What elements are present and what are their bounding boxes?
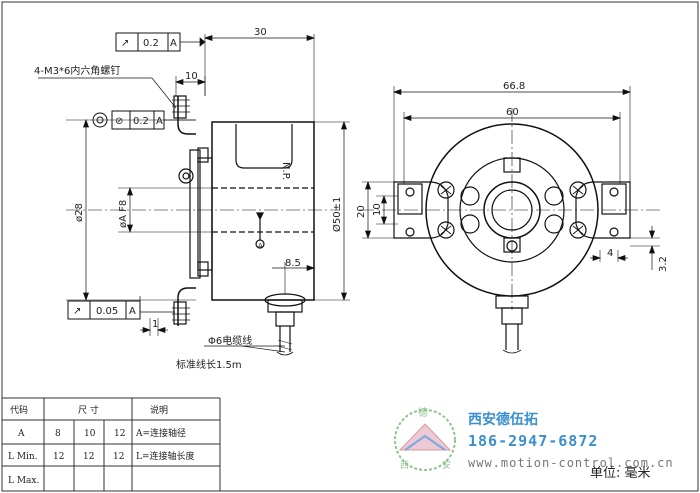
front-dimension-lines <box>365 89 655 270</box>
table-cell: 8 <box>55 429 61 439</box>
dim-1: 1 <box>152 319 158 330</box>
tol-top-datum: A <box>170 38 177 49</box>
screw-callout: 4-M3*6内六角螺钉 <box>34 64 120 77</box>
dim-10b: 10 <box>372 203 383 216</box>
table-cell: 12 <box>83 452 94 462</box>
cable-length-label: 标准线长1.5m <box>176 358 242 371</box>
dim-af8: øA F8 <box>118 200 129 228</box>
dim-66-8: 66.8 <box>503 81 525 92</box>
company-logo: 德 西 安 <box>394 406 456 471</box>
flange-lip <box>189 149 201 279</box>
position-icon: ⊘ <box>115 116 123 127</box>
tolerance-frame-top: ↗ 0.2 A <box>115 32 181 52</box>
flange-plate <box>197 157 213 271</box>
logo-char-left: 西 <box>400 460 409 471</box>
table-header-note: 说明 <box>150 404 168 416</box>
tolerance-frame-bottom: ↗ 0.05 A <box>67 300 141 320</box>
dim-50: Ø50±1 <box>331 197 343 232</box>
website-url: www.motion-control.com.cn <box>468 456 674 470</box>
cable-label: Φ6电缆线 <box>208 334 252 347</box>
table-cell: 12 <box>53 452 64 462</box>
dim-60: 60 <box>506 107 519 118</box>
dim-30: 30 <box>254 27 267 38</box>
left-ear <box>393 181 449 239</box>
table-cell: L=连接轴长度 <box>136 450 195 462</box>
company-name: 西安德伍拓 <box>468 411 538 428</box>
right-ear <box>575 181 631 239</box>
logo-char-right: 安 <box>442 459 451 471</box>
table-cell: L Min. <box>8 452 38 462</box>
phone-number: 186-2947-6872 <box>468 432 598 450</box>
table-cell: 12 <box>113 452 124 462</box>
table-cell: L Max. <box>8 476 39 486</box>
front-view <box>360 86 660 354</box>
tol-bottom-datum: A <box>129 306 136 317</box>
table-header-size: 尺 寸 <box>78 404 99 416</box>
tol-top-value: 0.2 <box>143 38 159 49</box>
table-cell: A=连接轴径 <box>135 427 186 439</box>
runout-icon-bottom: ↗ <box>73 306 81 317</box>
dim-10: 10 <box>185 71 198 82</box>
tol-bottom-value: 0.05 <box>96 306 118 317</box>
dim-3-2: 3.2 <box>658 256 669 272</box>
tol-mid-datum: A <box>156 116 163 127</box>
np-mark: N.P. <box>280 162 291 180</box>
table-cell: A <box>17 429 25 439</box>
table-header-code: 代码 <box>10 405 28 416</box>
table-cell: 12 <box>114 429 125 439</box>
dim-4: 4 <box>607 248 613 259</box>
set-screw <box>178 168 194 184</box>
side-dimension-lines <box>38 35 347 353</box>
tolerance-frame-middle: ⊘ 0.2 A <box>92 110 165 130</box>
dim-28: ø28 <box>74 203 85 222</box>
spec-table: 代码 尺 寸 说明 A 8 10 12 A=连接轴径 L Min. 12 12 … <box>2 397 221 491</box>
dim-8-5: 8.5 <box>285 258 301 269</box>
unit-label: 单位: 毫米 <box>590 465 651 481</box>
encoder-body-side <box>211 121 315 301</box>
table-cell: 10 <box>84 429 96 439</box>
tol-mid-value: 0.2 <box>133 116 149 127</box>
dim-20: 20 <box>356 205 367 218</box>
datum-a-label: A <box>258 242 263 250</box>
runout-icon: ↗ <box>121 38 129 49</box>
logo-char-top: 德 <box>418 406 428 419</box>
